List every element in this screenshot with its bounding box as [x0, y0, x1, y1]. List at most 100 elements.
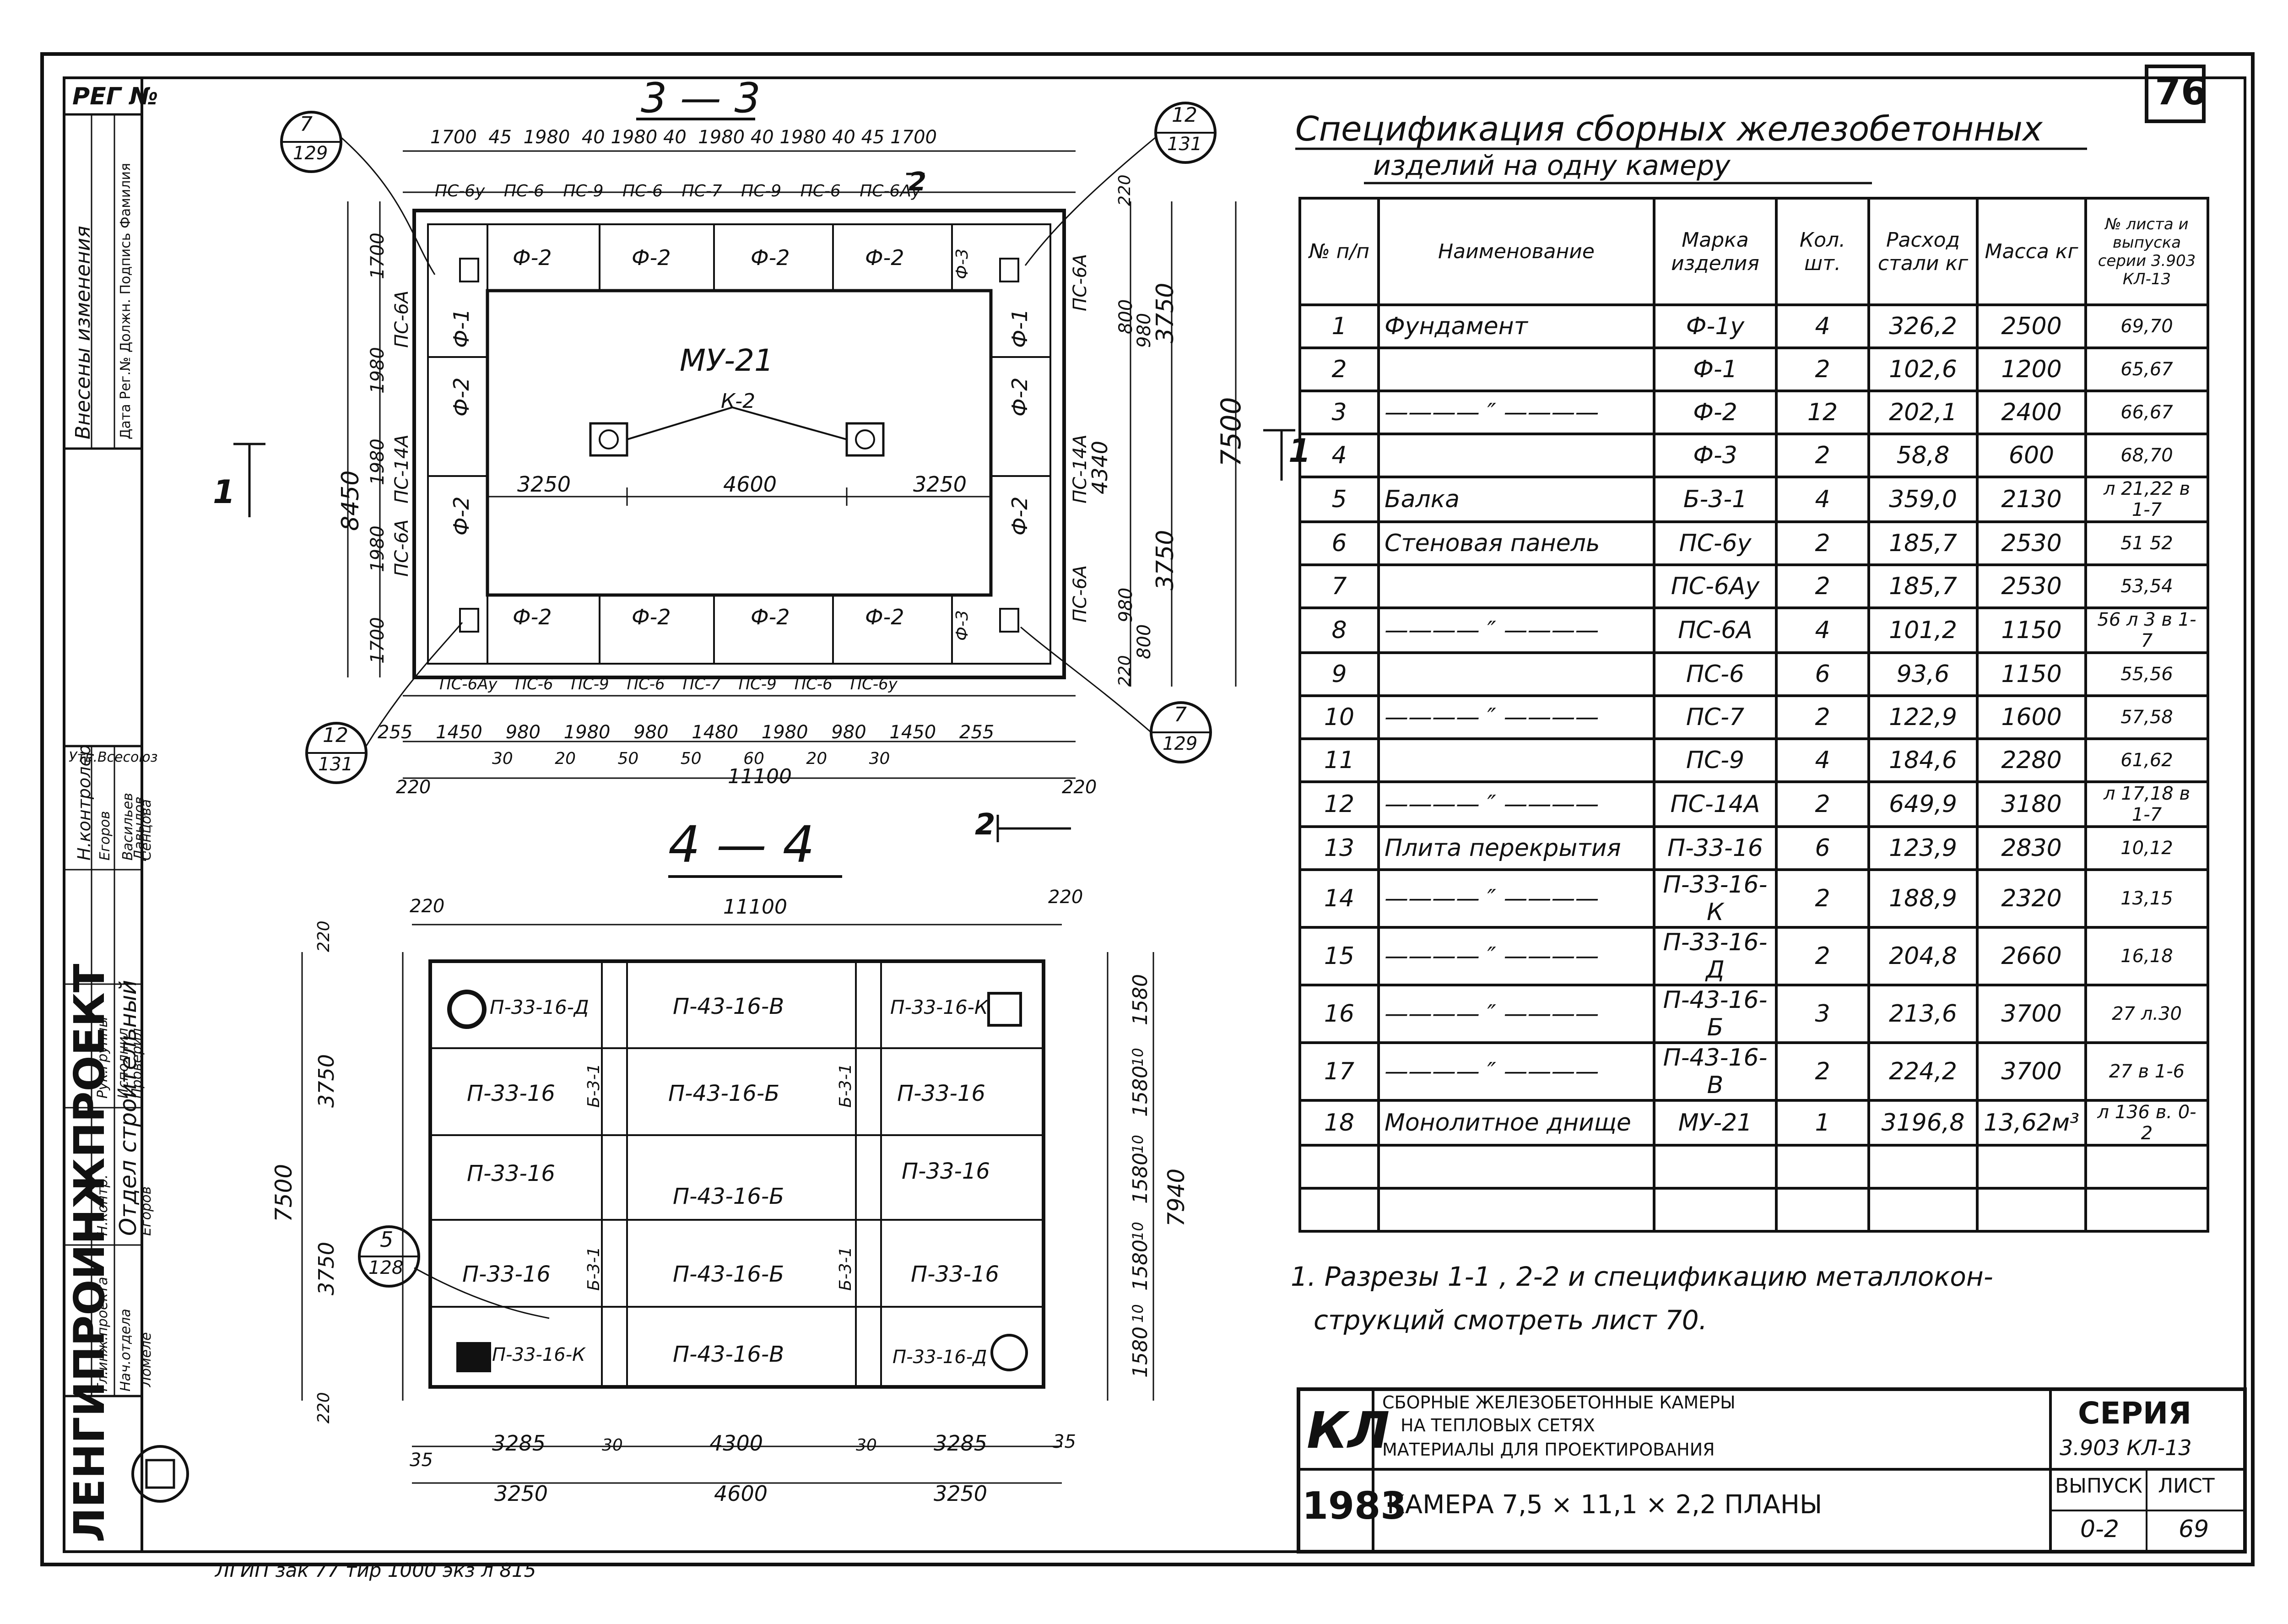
spec-table: № п/п Наименование Марка изделия Кол. шт… [1298, 197, 2209, 1233]
plan1-title: 3 — 3 [641, 74, 761, 122]
tb-series-label: СЕРИЯ [2078, 1396, 2191, 1431]
spec-cell: 2 [1775, 346, 1870, 392]
spec-row [1298, 1187, 2209, 1233]
plan1-top-dims: 1700 45 1980 40 1980 40 1980 40 1980 40 … [430, 127, 937, 148]
spec-cell: ———— ″ ———— [1377, 694, 1655, 740]
f-corner-1: Ф-3 [953, 610, 972, 641]
slab-r0-c1: П-43-16-В [673, 994, 784, 1019]
f-right-2: Ф-2 [1007, 496, 1032, 536]
spec-cell: ПС-14А [1653, 780, 1778, 828]
spec-cell: 123,9 [1867, 825, 1979, 871]
spec-cell: 2 [1298, 346, 1380, 392]
slab-r4-c1: П-43-16-В [673, 1342, 784, 1367]
spec-cell: 61,62 [2084, 737, 2209, 783]
sheet-number: 76 [2155, 70, 2207, 114]
spec-h-mark: Марка изделия [1653, 197, 1778, 306]
spec-cell [1653, 1187, 1778, 1233]
callout-d-top: 7 [1174, 703, 1187, 726]
plan1-bottom-dims2: 30 20 50 50 60 20 30 [492, 749, 890, 768]
spec-cell: 2830 [1976, 825, 2087, 871]
plan2-edge-right: 220 [1048, 887, 1083, 908]
slab-r1-c0: П-33-16 [467, 1081, 555, 1106]
stamp-role-2: Рук.группы [95, 1017, 111, 1099]
spec-cell: 18 [1298, 1099, 1380, 1147]
slab-r0-c0: П-33-16-Д [490, 996, 589, 1018]
f-right-1: Ф-2 [1007, 377, 1032, 417]
spec-cell: 6 [1775, 651, 1870, 697]
spec-cell: Ф-1 [1653, 346, 1778, 392]
spec-cell: 2320 [1976, 868, 2087, 929]
f-top-0: Ф-2 [513, 245, 552, 270]
spec-cell: 55,56 [2084, 651, 2209, 697]
spec-cell: 3700 [1976, 984, 2087, 1044]
spec-cell: 2 [1775, 780, 1870, 828]
stamp-approved: Утв.Всесоюз [69, 749, 158, 765]
plan2-right-dim-5: 10 [1129, 1222, 1147, 1240]
spec-cell: 224,2 [1867, 1041, 1979, 1102]
spec-cell: 326,2 [1867, 303, 1979, 349]
reg-label: РЕГ № [72, 83, 158, 110]
f-corner-0: Ф-3 [953, 249, 972, 279]
tb-desc1: СБОРНЫЕ ЖЕЛЕЗОБЕТОННЫЕ КАМЕРЫ [1382, 1392, 1736, 1413]
stamp-role-5: Н.контр. [95, 1174, 111, 1236]
spec-cell: 3196,8 [1867, 1099, 1979, 1147]
f-bottom-1: Ф-2 [632, 605, 671, 629]
spec-cell: П-33-16-Д [1653, 926, 1778, 986]
plan-3-3 [233, 102, 1295, 842]
plan1-right-panel-2: ПС-6А [1070, 565, 1091, 623]
stamp-name-4: Сенцова [138, 799, 154, 861]
stamp-name-0: Егоров [138, 1186, 154, 1236]
spec-cell: 649,9 [1867, 780, 1979, 828]
spec-row [1298, 1144, 2209, 1190]
outer-frame [40, 52, 2255, 1566]
plan1-left-total: 8450 [337, 470, 364, 531]
spec-cell: л 21,22 в 1-7 [2084, 476, 2209, 523]
spec-cell: 3 [1775, 984, 1870, 1044]
spec-cell: 12 [1298, 780, 1380, 828]
slab-r1-c2: П-33-16 [897, 1081, 985, 1106]
f-left-2: Ф-2 [449, 496, 474, 536]
spec-cell: 2280 [1976, 737, 2087, 783]
spec-h-num: № п/п [1298, 197, 1380, 306]
spec-cell: 2 [1775, 868, 1870, 929]
spec-cell: 102,6 [1867, 346, 1979, 392]
inner-dim-1: 4600 [723, 472, 777, 497]
plan2-bdim-0: 35 [410, 1450, 433, 1471]
tb-desc3: МАТЕРИАЛЫ ДЛЯ ПРОЕКТИРОВАНИЯ [1382, 1440, 1715, 1460]
plan2-bdim-2: 30 [602, 1436, 623, 1455]
inner-frame [63, 76, 2246, 1553]
spec-cell: Монолитное днище [1377, 1099, 1655, 1147]
f-bottom-2: Ф-2 [751, 605, 790, 629]
stamp-changes: Внесены изменения [71, 226, 95, 439]
spec-cell [1377, 737, 1655, 783]
plan2-left-dim-2: 3750 [314, 1241, 339, 1295]
spec-cell: 122,9 [1867, 694, 1979, 740]
spec-h-mass: Масса кг [1976, 197, 2087, 306]
section-mark-2-top: 2 [909, 167, 926, 197]
plan2-right-dim-0: 1580 [1129, 974, 1152, 1025]
spec-cell: Ф-3 [1653, 433, 1778, 478]
plan1-right-dim-4: 3750 [1152, 530, 1179, 590]
stamp-role-4: Проверил [129, 1028, 145, 1099]
plan2-right-dim-4: 1580 [1129, 1153, 1152, 1204]
spec-cell: 185,7 [1867, 563, 1979, 609]
plan2-total-width: 11100 [723, 895, 787, 919]
spec-cell: 3700 [1976, 1041, 2087, 1102]
plan2-right-dim-6: 1580 [1129, 1240, 1152, 1291]
spec-cell: ———— ″ ———— [1377, 606, 1655, 654]
tb-issue-value: 0-2 [2080, 1516, 2119, 1543]
inner-dim-2: 3250 [913, 472, 967, 497]
spec-cell: 53,54 [2084, 563, 2209, 609]
spec-cell: 1 [1775, 1099, 1870, 1147]
slab-r3-c0: П-33-16 [462, 1261, 551, 1287]
slab-r2-c1: П-43-16-Б [673, 1184, 784, 1209]
spec-cell: 16,18 [2084, 926, 2209, 986]
spec-cell: 2 [1775, 1041, 1870, 1102]
